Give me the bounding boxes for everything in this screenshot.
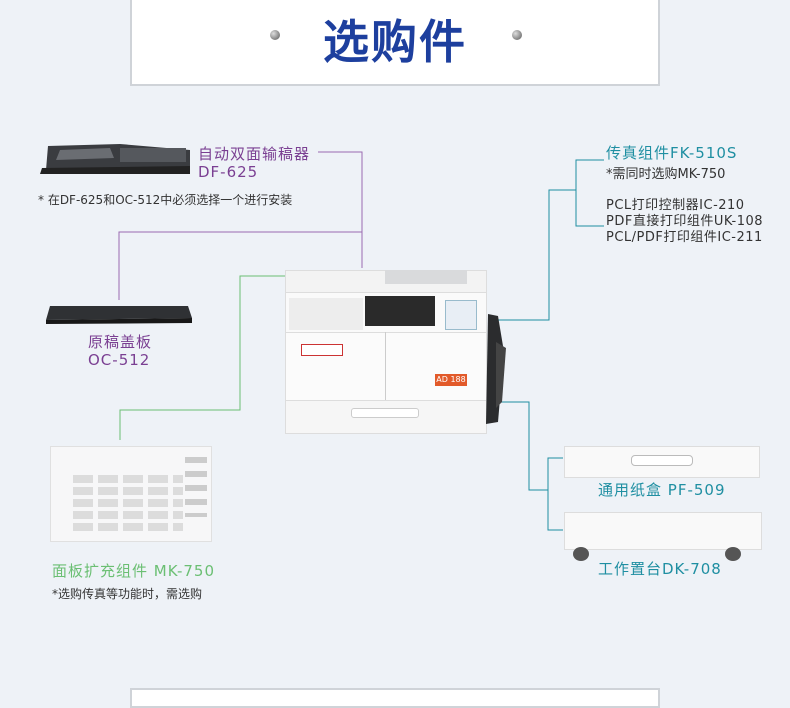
oc512-name: 原稿盖板	[88, 333, 153, 351]
df-note: * 在DF-625和OC-512中必须选择一个进行安装	[38, 193, 293, 207]
cabinet-stand-image	[564, 512, 762, 561]
copier-image: AD 188	[285, 270, 487, 434]
df625-model: DF-625	[198, 163, 259, 181]
next-section-panel	[130, 688, 660, 708]
oc512-model: OC-512	[88, 351, 151, 369]
df625-name: 自动双面输稿器	[198, 145, 311, 163]
fax-note: *需同时选购MK-750	[606, 167, 726, 182]
platen-cover-image	[46, 306, 192, 324]
mk750-note: *选购传真等功能时，需选购	[52, 587, 203, 601]
option-item: PCL/PDF打印组件IC-211	[606, 230, 763, 245]
copier-badge: AD 188	[435, 374, 467, 386]
panel-expansion-image	[50, 446, 212, 542]
header-panel	[130, 0, 660, 86]
side-tray-image	[486, 314, 506, 424]
option-item: PDF直接打印组件UK-108	[606, 214, 764, 229]
right-bullet-icon	[512, 30, 522, 40]
page-title: 选购件	[323, 15, 467, 69]
option-item: PCL打印控制器IC-210	[606, 198, 745, 213]
pf509-label: 通用纸盒 PF-509	[598, 481, 726, 499]
left-bullet-icon	[270, 30, 280, 40]
mk750-label: 面板扩充组件 MK-750	[52, 562, 216, 580]
dk708-label: 工作置台DK-708	[598, 560, 722, 578]
paper-tray-image	[564, 446, 760, 478]
document-feeder-image	[40, 144, 190, 174]
fax-label: 传真组件FK-510S	[606, 144, 738, 162]
